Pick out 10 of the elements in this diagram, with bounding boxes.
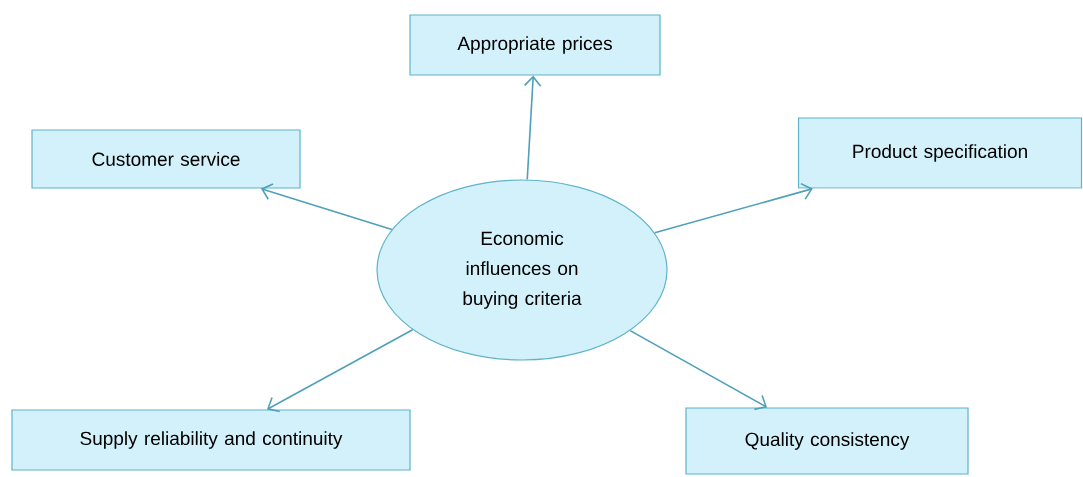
arrow xyxy=(654,182,813,234)
criterion-box: Customer service xyxy=(31,129,301,189)
arrow xyxy=(260,183,393,231)
criterion-box: Quality consistency xyxy=(685,407,969,475)
criterion-box: Product specification xyxy=(797,117,1083,189)
criterion-box: Appropriate prices xyxy=(409,14,661,76)
arrow xyxy=(629,329,768,411)
criterion-box: Supply reliability and continuity xyxy=(11,409,411,471)
arrow xyxy=(266,328,414,413)
arrow xyxy=(523,75,542,181)
